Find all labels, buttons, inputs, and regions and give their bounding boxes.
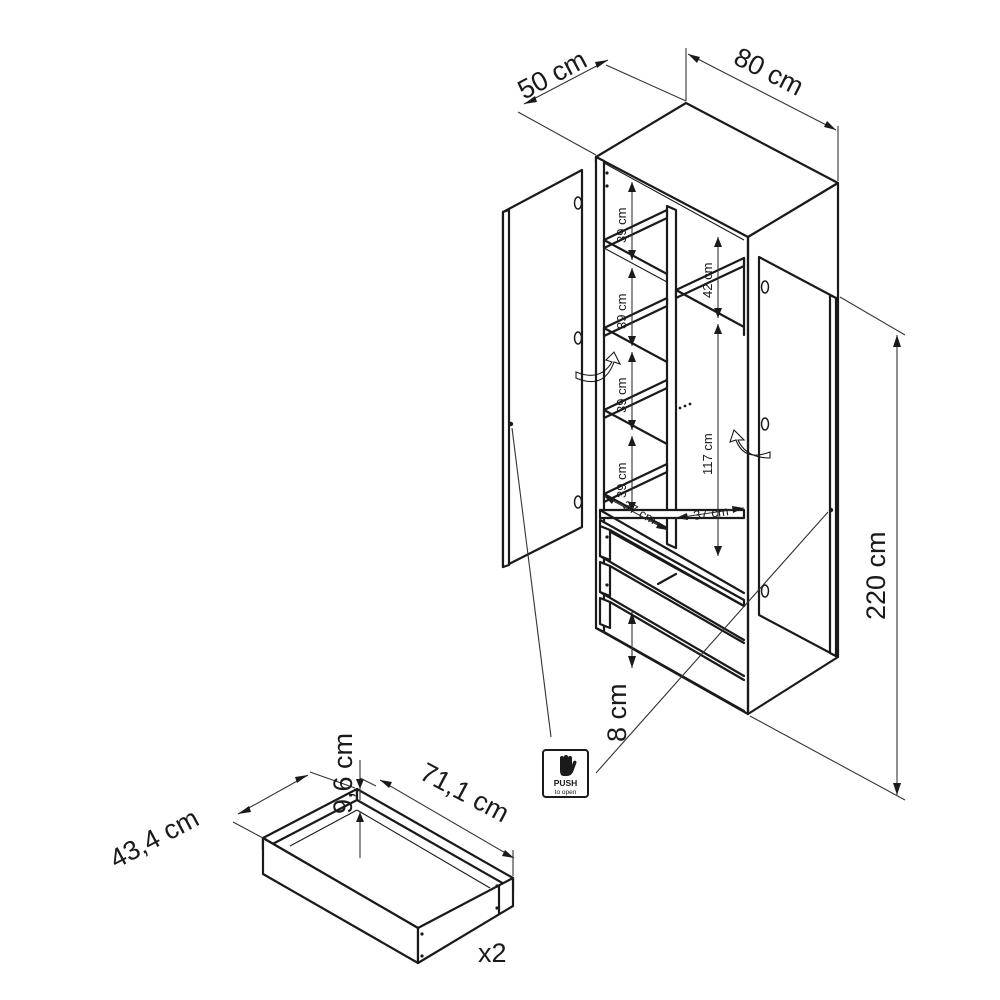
wardrobe-drawers bbox=[598, 518, 746, 713]
left-door-hinge-bottom bbox=[573, 495, 583, 509]
drawer-right-end bbox=[416, 876, 515, 965]
plinth-label: 8 cm bbox=[602, 683, 632, 742]
push-label-line1: PUSH bbox=[554, 778, 578, 788]
top-compartment-label: 42 cm bbox=[700, 263, 715, 298]
right-door-hinge-bottom bbox=[760, 584, 770, 598]
shelf-1-label: 39 cm bbox=[614, 208, 629, 243]
wardrobe-left-side bbox=[594, 155, 606, 634]
height-dimension: 220 cm bbox=[749, 296, 906, 801]
drawer-section-top bbox=[598, 508, 746, 520]
shelf-3-label: 39 cm bbox=[614, 378, 629, 413]
width-label: 80 cm bbox=[729, 42, 808, 102]
depth-label: 50 cm bbox=[513, 44, 592, 105]
left-door-hinge-middle bbox=[573, 331, 583, 345]
lower-drawer-front bbox=[598, 560, 612, 598]
right-inner-width-label: 37 cm bbox=[692, 503, 729, 523]
left-door-hinge-top bbox=[573, 196, 583, 210]
right-door-swing-arrow bbox=[729, 428, 771, 459]
right-door bbox=[757, 255, 838, 658]
plinth-dimension: 8 cm bbox=[602, 612, 636, 742]
drawer-height-label: 9,6 cm bbox=[328, 733, 358, 814]
left-inner-width-label: 37 cm bbox=[621, 497, 659, 527]
drawer-width-label: 71,1 cm bbox=[415, 757, 514, 829]
drawer-depth-label: 43,4 cm bbox=[105, 803, 204, 875]
right-door-hinge-top bbox=[760, 280, 770, 294]
hanging-space-label: 117 cm bbox=[700, 433, 715, 475]
drawer-quantity-label: x2 bbox=[478, 938, 507, 968]
shelf-4-label: 39 cm bbox=[614, 463, 629, 498]
height-label: 220 cm bbox=[861, 531, 891, 620]
wardrobe-divider bbox=[665, 204, 678, 550]
drawer-detail: 43,4 cm 9,6 cm 71,1 cm x2 bbox=[105, 733, 515, 968]
left-door-swing-arrow bbox=[575, 351, 622, 383]
drawer-front-panel bbox=[261, 836, 420, 965]
shelf-2-label: 39 cm bbox=[614, 294, 629, 329]
left-shelves bbox=[602, 208, 669, 530]
hand-icon bbox=[560, 755, 577, 776]
push-to-open-icon: PUSH to open bbox=[542, 749, 589, 798]
push-label-line2: to open bbox=[555, 789, 577, 796]
right-door-hinge-middle bbox=[760, 417, 770, 431]
left-door bbox=[501, 168, 584, 569]
